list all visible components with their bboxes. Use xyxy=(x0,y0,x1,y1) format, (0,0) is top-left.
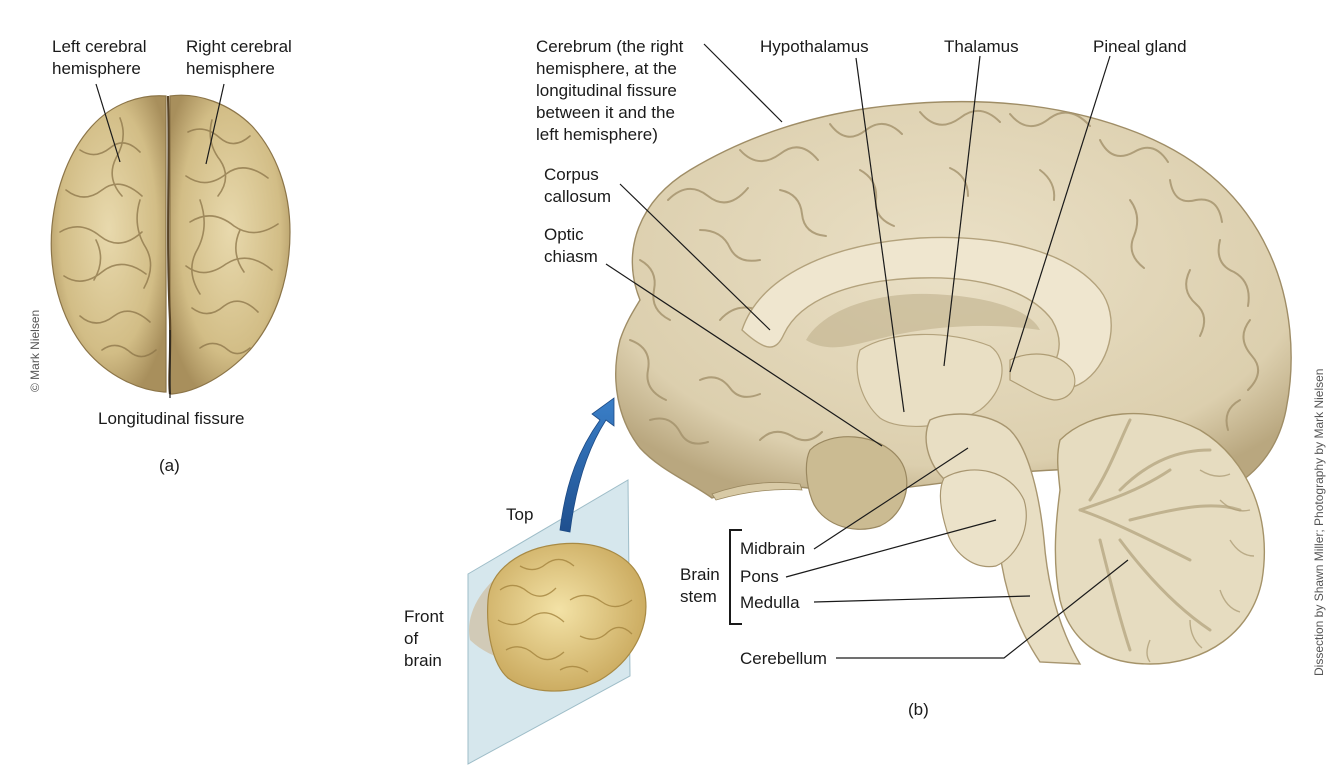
brain-stem-bracket xyxy=(729,529,742,625)
leader-pons xyxy=(785,519,997,578)
label-midbrain: Midbrain xyxy=(740,539,806,558)
label-pons: Pons xyxy=(740,567,779,586)
right-hemisphere-shape xyxy=(169,94,291,395)
midsagittal-brain xyxy=(615,101,1292,665)
lateral-ventricle-shape xyxy=(806,293,1040,348)
leader-hypothalamus xyxy=(855,57,905,413)
caption-b: (b) xyxy=(908,700,929,719)
label-corpus-callosum: Corpus callosum xyxy=(544,165,612,206)
orientation-inset xyxy=(467,397,647,765)
inset-brain xyxy=(487,542,647,692)
left-hemisphere-shape xyxy=(50,95,167,393)
leader-optic-chiasm xyxy=(605,263,883,447)
splenium-shape xyxy=(1009,353,1076,401)
label-front-of-brain: Front of brain xyxy=(404,607,444,670)
label-medulla: Medulla xyxy=(740,593,800,612)
caption-a: (a) xyxy=(159,456,180,475)
cerebellum-shape xyxy=(1054,412,1266,665)
temporal-lobe-shape xyxy=(805,436,908,530)
label-hypothalamus: Hypothalamus xyxy=(760,37,869,56)
leader-pineal xyxy=(1009,55,1111,373)
credit-a: © Mark Nielsen xyxy=(28,309,42,392)
pons-shape xyxy=(939,469,1027,568)
leader-midbrain xyxy=(813,447,969,550)
label-right-hemisphere: Right cerebral hemisphere xyxy=(186,37,292,78)
leader-cerebellum xyxy=(836,559,1129,659)
label-top: Top xyxy=(506,505,534,524)
label-optic-chiasm: Optic chiasm xyxy=(544,225,598,266)
olfactory-tract xyxy=(711,482,803,501)
label-left-hemisphere: Left cerebral hemisphere xyxy=(52,37,147,78)
label-cerebrum: Cerebrum (the right hemisphere, at the l… xyxy=(536,37,684,144)
label-brain-stem: Brain stem xyxy=(680,565,720,606)
leader-corpus-callosum xyxy=(619,183,771,331)
dorsal-view-brain xyxy=(50,94,291,395)
leader-cerebrum xyxy=(703,43,783,123)
diencephalon-shape xyxy=(856,333,1003,427)
orientation-arrow xyxy=(559,397,615,533)
leader-medulla xyxy=(813,595,1031,603)
label-longitudinal-fissure: Longitudinal fissure xyxy=(98,409,245,428)
leader-right-hemisphere xyxy=(205,83,225,165)
label-pineal-gland: Pineal gland xyxy=(1093,37,1187,56)
leader-left-hemisphere xyxy=(95,83,121,163)
label-cerebellum: Cerebellum xyxy=(740,649,827,668)
credit-b: Dissection by Shawn Miller; Photography … xyxy=(1312,368,1326,676)
label-thalamus: Thalamus xyxy=(944,37,1019,56)
leader-thalamus xyxy=(943,55,981,367)
